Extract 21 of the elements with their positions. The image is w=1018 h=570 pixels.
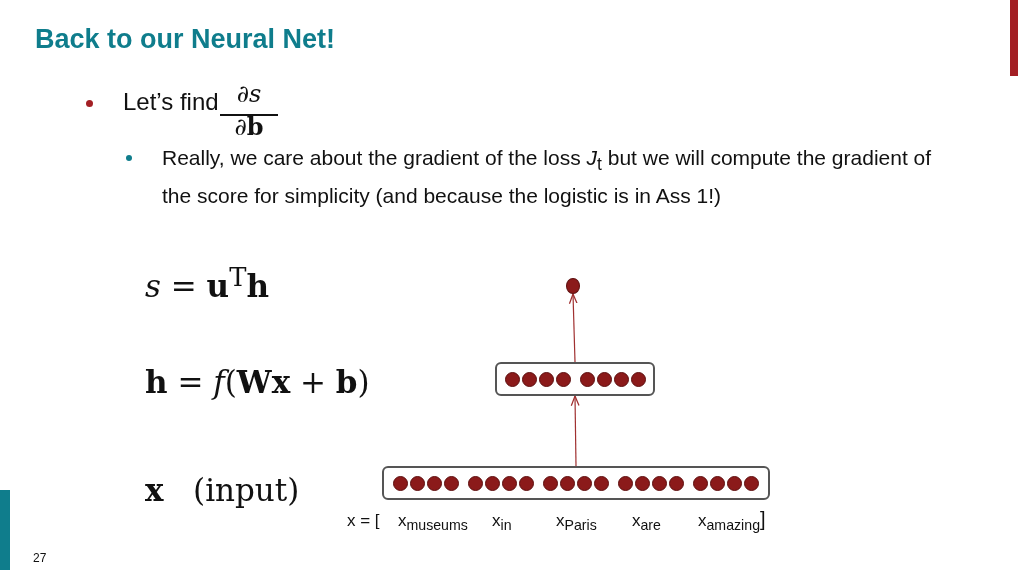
input-label: x$_{are}$	[632, 511, 661, 534]
input-label: x$_{Paris}$	[556, 511, 597, 534]
fraction-denominator: ∂b	[233, 112, 265, 141]
page-number: 27	[33, 551, 47, 565]
slide-title: Back to our Neural Net!	[35, 24, 336, 55]
input-label: x$_{in}$	[492, 511, 512, 534]
vector-bracket: x = [	[347, 511, 380, 531]
arrow	[570, 395, 580, 467]
formula: h = f(Wx + b)	[145, 364, 370, 400]
formula: x (input)	[145, 472, 300, 508]
input-label: x$_{museums}$	[398, 511, 468, 534]
bullet-text: Let’s find	[123, 88, 219, 116]
input-label: x$_{amazing}$	[698, 511, 760, 534]
sub-bullet-text: Really, we care about the gradient of the loss J$_{t}$ but we will compute the gradient of the score for simplicity (and because the logistic is in Ass 1!)	[162, 145, 933, 210]
fraction-numerator: ∂s	[235, 80, 263, 108]
arrow	[568, 293, 578, 363]
formula: s = u$^{T}$h	[145, 262, 269, 305]
layer-box	[495, 362, 655, 396]
layer-box	[382, 466, 770, 500]
output-neuron	[566, 278, 580, 294]
vector-bracket: ]	[760, 508, 766, 530]
